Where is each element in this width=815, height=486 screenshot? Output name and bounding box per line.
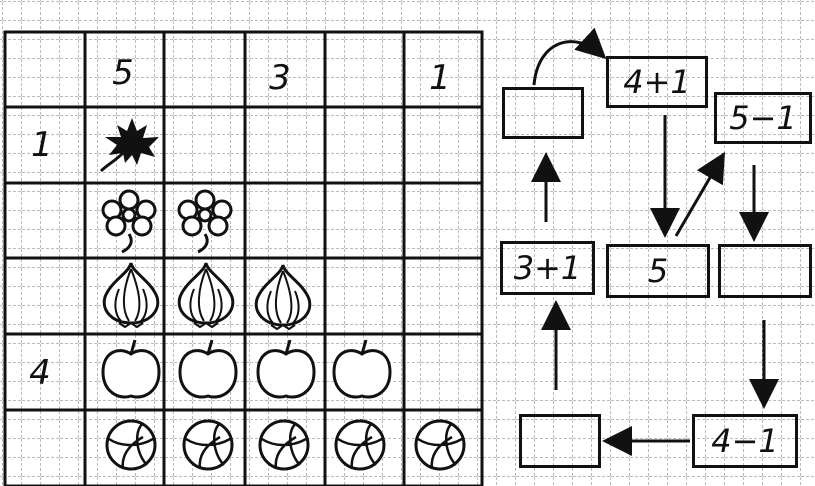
header-number-col6: 1 bbox=[429, 61, 451, 95]
chain-box-4plus1-text: 4+1 bbox=[609, 59, 705, 105]
chain-box-top-left[interactable] bbox=[502, 87, 584, 139]
maple-leaf-icon bbox=[97, 113, 167, 173]
chain-box-4minus1[interactable]: 4−1 bbox=[692, 414, 798, 468]
ball-icon bbox=[180, 417, 236, 473]
chain-box-4plus1[interactable]: 4+1 bbox=[606, 56, 708, 108]
apple-icon bbox=[254, 336, 318, 404]
chain-box-middle-right-text bbox=[721, 247, 809, 295]
garlic-icon bbox=[99, 259, 163, 329]
row-number-apple: 4 bbox=[29, 356, 51, 390]
flower-icon bbox=[100, 188, 158, 256]
chain-box-5minus1[interactable]: 5−1 bbox=[714, 92, 812, 144]
ball-icon bbox=[103, 417, 159, 473]
garlic-icon bbox=[174, 259, 238, 329]
ball-icon bbox=[332, 417, 388, 473]
apple-icon bbox=[176, 336, 240, 404]
header-number-col4: 3 bbox=[269, 61, 291, 95]
chain-box-bottom-left[interactable] bbox=[519, 414, 601, 468]
row-number-leaf: 1 bbox=[31, 128, 53, 162]
chain-box-top-left-text bbox=[505, 90, 581, 136]
chain-box-4minus1-text: 4−1 bbox=[695, 417, 795, 465]
apple-icon bbox=[99, 336, 163, 404]
header-number-col2: 5 bbox=[112, 56, 134, 90]
apple-icon bbox=[330, 336, 394, 404]
chain-box-bottom-left-text bbox=[522, 417, 598, 465]
garlic-icon bbox=[251, 261, 315, 331]
ball-icon bbox=[256, 417, 312, 473]
chain-box-3plus1-text: 3+1 bbox=[503, 244, 592, 292]
flower-icon bbox=[176, 188, 234, 256]
chain-box-3plus1[interactable]: 3+1 bbox=[500, 241, 595, 295]
ball-icon bbox=[412, 417, 468, 473]
chain-box-5minus1-text: 5−1 bbox=[717, 95, 809, 141]
chain-box-5-text: 5 bbox=[609, 247, 707, 295]
chain-box-5[interactable]: 5 bbox=[606, 244, 710, 298]
chain-box-middle-right[interactable] bbox=[718, 244, 812, 298]
